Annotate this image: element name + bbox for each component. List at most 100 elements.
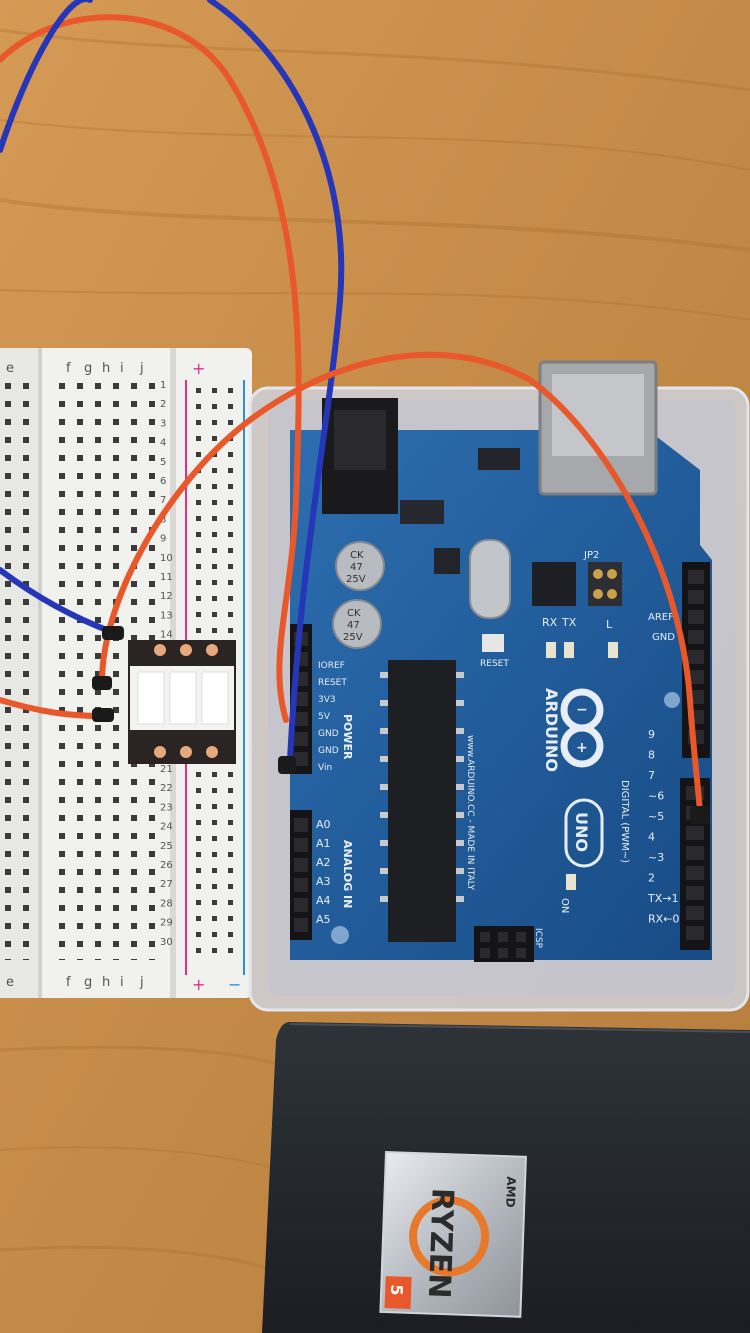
ryzen-text: RYZEN xyxy=(421,1187,460,1299)
orange-wire-top-loop xyxy=(0,14,302,723)
on-label: ON xyxy=(559,898,570,913)
svg-text:−: − xyxy=(576,702,588,718)
rail-minus-label-bottom: − xyxy=(228,975,241,994)
usb-chip xyxy=(532,562,576,606)
jp2-header: JP2 xyxy=(583,550,622,606)
svg-text:JP2: JP2 xyxy=(583,550,599,561)
column-letter: j xyxy=(139,975,144,990)
analog-pin-label: A3 xyxy=(316,875,331,888)
digital-header-lower xyxy=(680,778,710,950)
arduino-brand-text: ARDUINO xyxy=(542,688,561,772)
svg-text:47: 47 xyxy=(350,562,363,573)
orange-wire-left xyxy=(0,697,103,719)
analog-pin-label: A2 xyxy=(316,856,331,869)
ryzen-ring-icon xyxy=(409,1196,490,1277)
aref-label: AREF xyxy=(648,612,674,623)
column-letter: h xyxy=(102,975,110,990)
column-letter: e xyxy=(6,975,14,990)
capacitor-1: CK 47 25V xyxy=(335,541,385,591)
digital-pin-label: 8 xyxy=(648,749,655,762)
rgb-led-module xyxy=(128,640,236,764)
amd-text: AMD xyxy=(503,1176,518,1208)
svg-text:CK: CK xyxy=(350,550,364,561)
column-letter: g xyxy=(84,361,92,376)
power-pin-label: Vin xyxy=(318,763,332,773)
row-number: 23 xyxy=(160,802,173,813)
reset-button xyxy=(482,634,504,652)
row-number: 26 xyxy=(160,860,173,871)
reset-label: RESET xyxy=(480,659,509,669)
analog-pin-label: A0 xyxy=(316,818,331,831)
row-number: 9 xyxy=(160,534,166,545)
row-number: 1 xyxy=(160,380,166,391)
digital-pin-label: 9 xyxy=(648,728,655,741)
power-pin-label: GND xyxy=(318,746,339,756)
row-number: 6 xyxy=(160,476,166,487)
atmega-pins xyxy=(380,672,464,902)
row-number: 8 xyxy=(160,514,166,525)
row-number: 12 xyxy=(160,591,173,602)
jumper-wires xyxy=(0,0,710,824)
power-pin-label: IOREF xyxy=(318,661,345,671)
tier-text: 5 xyxy=(387,1284,406,1296)
wire-tips xyxy=(92,626,710,824)
row-number: 13 xyxy=(160,610,173,621)
arduino-logo: − + ARDUINO xyxy=(542,688,604,772)
column-letter: h xyxy=(102,361,110,376)
row-number: 25 xyxy=(160,841,173,852)
column-letter: f xyxy=(66,361,71,376)
arduino-uno-board: CK 47 25V CK 47 25V JP2 RX TX L xyxy=(290,360,712,962)
digital-pin-label: RX←0 xyxy=(648,913,679,926)
column-letter: i xyxy=(120,975,124,990)
column-letter: j xyxy=(139,361,144,376)
blue-wire-left xyxy=(0,567,115,635)
analog-header xyxy=(290,810,312,940)
row-number: 7 xyxy=(160,495,166,506)
row-number: 2 xyxy=(160,399,166,410)
power-section-label: POWER xyxy=(341,714,354,760)
column-letter: i xyxy=(120,361,124,376)
column-letter: g xyxy=(84,975,92,990)
regulator-chip xyxy=(400,500,444,524)
orange-wire-to-pin6 xyxy=(98,351,703,819)
row-number: 21 xyxy=(160,764,173,775)
power-pin-label: 3V3 xyxy=(318,695,336,705)
column-letter: f xyxy=(66,975,71,990)
svg-text:25V: 25V xyxy=(346,574,366,585)
analog-pin-label: A4 xyxy=(316,894,331,907)
power-pin-label: RESET xyxy=(318,678,347,688)
digital-pin-label: ~5 xyxy=(648,810,664,823)
digital-pin-label: TX→1 xyxy=(647,892,678,905)
digital-pin-label: ~6 xyxy=(648,790,664,803)
digital-pin-label: 4 xyxy=(648,831,655,844)
row-number: 14 xyxy=(160,630,173,641)
svg-text:25V: 25V xyxy=(343,632,363,643)
row-number: 10 xyxy=(160,553,173,564)
digital-pin-label: 7 xyxy=(648,769,655,782)
row-number: 22 xyxy=(160,783,173,794)
l-label: L xyxy=(606,618,613,631)
row-number: 11 xyxy=(160,572,173,583)
uno-badge: UNO xyxy=(564,798,604,868)
row-number: 4 xyxy=(160,438,166,449)
digital-pin-label: ~3 xyxy=(648,851,664,864)
svg-text:CK: CK xyxy=(347,608,361,619)
row-number: 30 xyxy=(160,937,173,948)
tx-label: TX xyxy=(561,616,577,629)
capacitor-2: CK 47 25V xyxy=(332,599,382,649)
tier-badge xyxy=(384,1276,412,1309)
left-hole-grid xyxy=(0,380,30,960)
svg-text:UNO: UNO xyxy=(572,812,591,852)
atmega-chip xyxy=(388,660,456,942)
amd-ryzen-sticker: RYZEN AMD 5 xyxy=(379,1150,527,1318)
row-number: 3 xyxy=(160,418,166,429)
rail-plus-label: + xyxy=(192,359,205,378)
gnd-label: GND xyxy=(652,632,675,643)
analog-section-label: ANALOG IN xyxy=(341,840,354,908)
row-number: 5 xyxy=(160,457,166,468)
